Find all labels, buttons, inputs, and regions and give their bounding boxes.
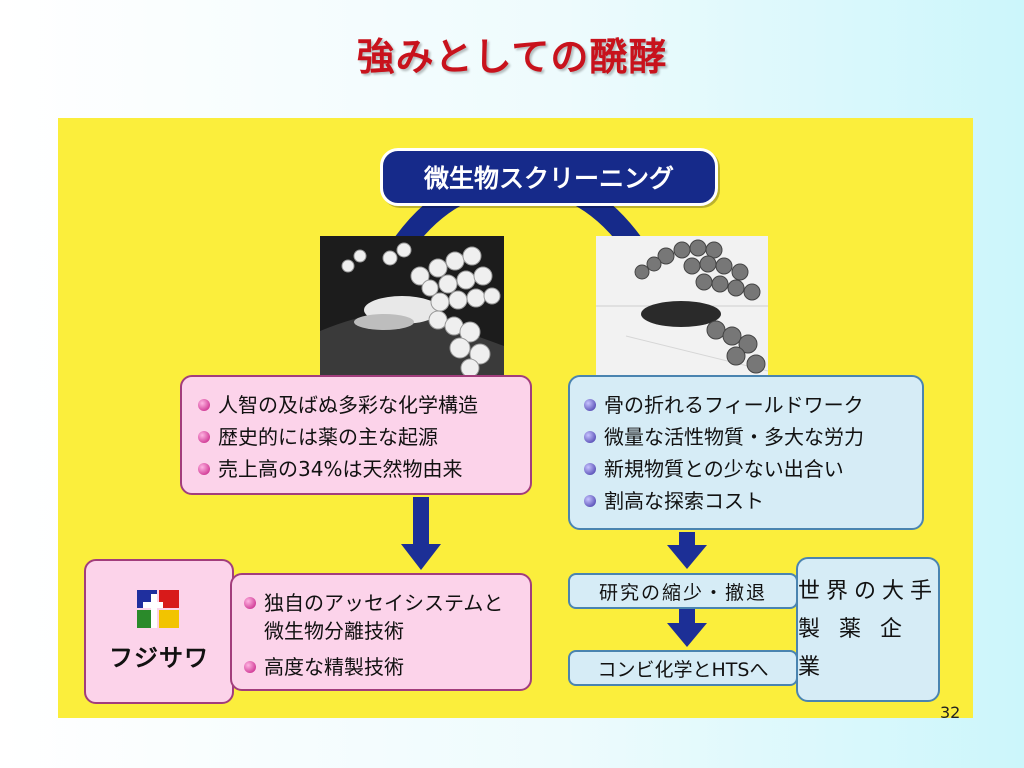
arrow-head-left [401,544,441,570]
challenge-item: 微量な活性物質・多大な労力 [584,421,908,453]
strength-item: 歴史的には薬の主な起源 [198,421,514,453]
company-logo-box: フジサワ [84,559,234,704]
fujisawa-logo-icon [137,590,179,628]
page-number: 32 [940,706,961,718]
company-strengths-box: 独自のアッセイシステムと微生物分離技術 高度な精製技術 [230,573,532,691]
arrow-down-right-2 [679,606,695,626]
bullet-icon [584,431,596,443]
bullet-icon [584,399,596,411]
microbe-photo-right [596,236,768,384]
microbe-photo-left [320,236,504,384]
arrow-down-right-1 [679,532,695,548]
bullet-icon [244,597,256,609]
bullet-icon [244,661,256,673]
research-reduction-box: 研究の縮少・撤退 [568,573,798,609]
bullet-icon [198,399,210,411]
company-strength-item: 高度な精製技術 [244,651,518,683]
arrow-head-right-1 [667,545,707,569]
company-logo-text: フジサワ [109,644,209,672]
screening-challenges-box: 骨の折れるフィールドワーク 微量な活性物質・多大な労力 新規物質との少ない出合い… [568,375,924,530]
arrow-head-right-2 [667,623,707,647]
company-strength-item: 独自のアッセイシステムと微生物分離技術 [244,589,514,645]
strength-item: 売上高の34%は天然物由来 [198,453,514,485]
global-big-pharma-box: 世界の大手 製 薬 企 業 [796,557,940,702]
challenge-item: 新規物質との少ない出合い [584,453,908,485]
challenge-item: 割高な探索コスト [584,485,908,517]
big-pharma-label-line2: 製 薬 企 業 [798,616,908,680]
challenge-item: 骨の折れるフィールドワーク [584,389,908,421]
arrow-down-left [413,497,429,547]
big-pharma-label-line1: 世界の大手 [798,578,939,604]
microbe-screening-label: 微生物スクリーニング [380,148,718,206]
bullet-icon [198,463,210,475]
combichem-hts-box: コンビ化学とHTSへ [568,650,798,686]
flow-arrows [401,497,707,647]
natural-product-strengths-box: 人智の及ばぬ多彩な化学構造 歴史的には薬の主な起源 売上高の34%は天然物由来 [180,375,532,495]
diagram-panel: 微生物スクリーニング [58,118,973,718]
slide-title: 強みとしての醗酵 [356,35,668,79]
bullet-icon [198,431,210,443]
bullet-icon [584,463,596,475]
bullet-icon [584,495,596,507]
strength-item: 人智の及ばぬ多彩な化学構造 [198,389,514,421]
